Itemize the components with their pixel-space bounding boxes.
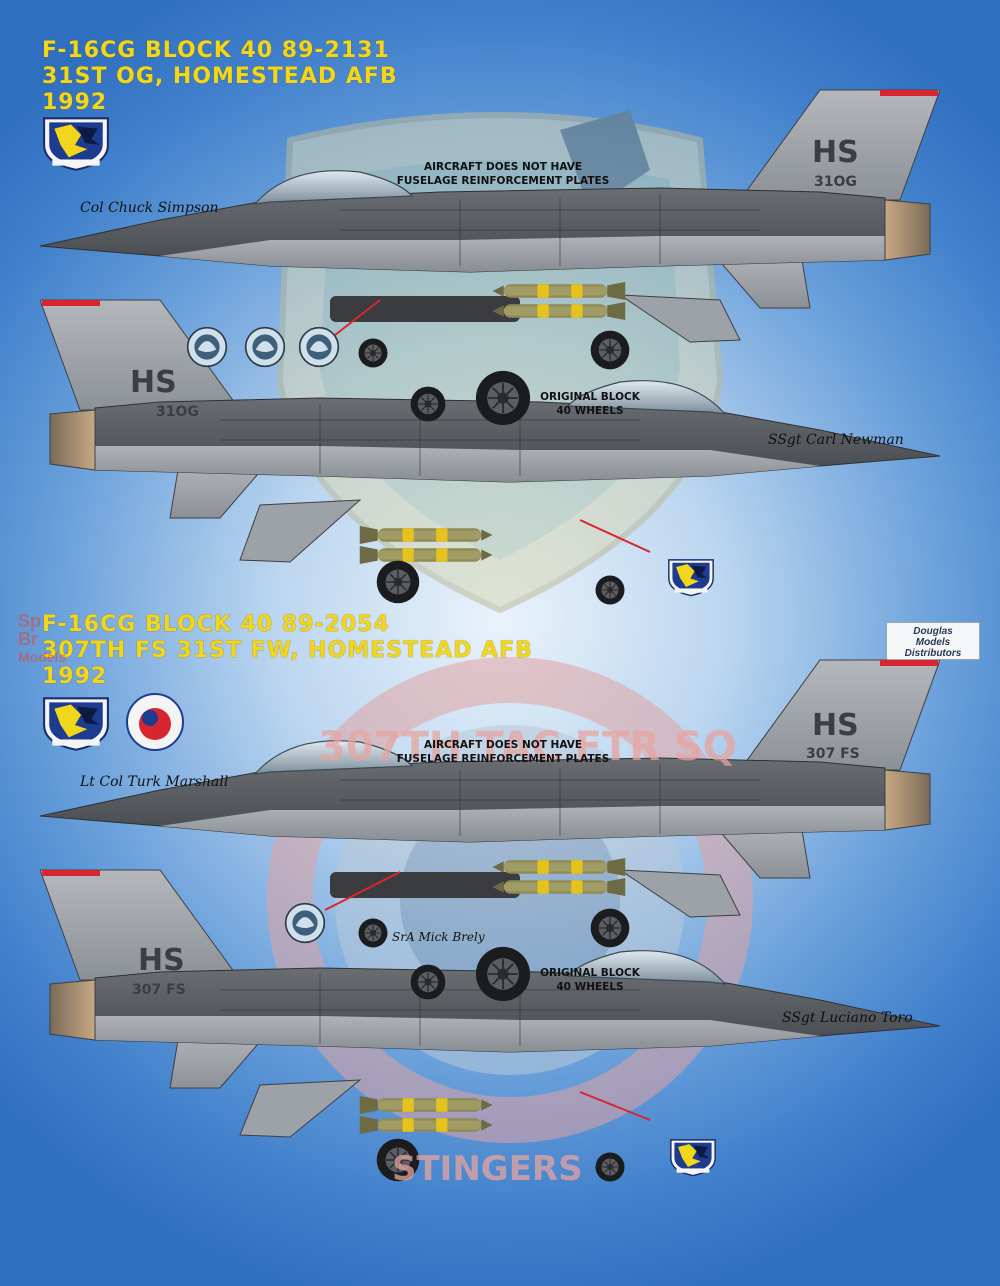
upper-title: F-16CG BLOCK 40 89-2131 31ST OG, HOMESTE…	[42, 38, 398, 116]
distributor-line1: Douglas	[913, 626, 953, 637]
squadron-roundel-icon	[298, 326, 340, 368]
watermark-line1: Sp	[18, 611, 42, 631]
wing-shield-icon	[43, 697, 109, 751]
lower-wheels-note: ORIGINAL BLOCK 40 WHEELS	[530, 966, 650, 994]
upper-note-line1: AIRCRAFT DOES NOT HAVE	[423, 161, 583, 173]
tail-code-upper-2: HS	[130, 365, 177, 400]
upper-fuselage-note: AIRCRAFT DOES NOT HAVE FUSELAGE REINFORC…	[378, 160, 628, 188]
aircraft-lower-port	[40, 659, 940, 948]
upper-title-line3: 1992	[42, 90, 108, 115]
tail-unit-upper-2: 31OG	[156, 404, 199, 420]
tail-code-upper-1: HS	[812, 135, 859, 170]
tail-code-lower-2: HS	[138, 943, 185, 978]
upper-note-line2: FUSELAGE REINFORCEMENT PLATES	[396, 175, 610, 187]
lower-wheels-line2: 40 WHEELS	[556, 981, 624, 993]
upper-pilot-signature: Col Chuck Simpson	[80, 200, 219, 216]
distributor-line3: Distributors	[904, 648, 962, 659]
wing-shield-icon	[43, 117, 109, 171]
wing-shield-icon	[668, 559, 714, 597]
aircraft-lower-starboard	[40, 869, 940, 1182]
lower-fuselage-note: AIRCRAFT DOES NOT HAVE FUSELAGE REINFORC…	[378, 738, 628, 766]
lower-pilot-signature: Lt Col Turk Marshall	[80, 774, 229, 790]
tail-code-lower-1: HS	[812, 708, 859, 743]
lower-title-line2: 307TH FS 31ST FW, HOMESTEAD AFB	[42, 638, 533, 663]
watermark-line3: Models	[18, 649, 67, 665]
distributor-logo: Douglas Models Distributors	[886, 622, 980, 660]
lower-note-line1: AIRCRAFT DOES NOT HAVE	[423, 739, 583, 751]
watermark: Sp Br Models	[18, 612, 66, 666]
upper-crew-chief-signature: SSgt Carl Newman	[768, 432, 904, 448]
lower-title-line1: F-16CG BLOCK 40 89-2054	[42, 612, 390, 637]
squadron-roundel-icon	[284, 902, 326, 944]
distributor-line2: Models	[915, 637, 951, 648]
wing-shield-icon	[670, 1139, 716, 1177]
tail-unit-upper-1: 31OG	[814, 174, 857, 190]
background-ring-text: 307TH TAC FTR SQ	[318, 724, 737, 770]
lower-wheels-line1: ORIGINAL BLOCK	[540, 967, 640, 979]
wheel-icon	[475, 946, 531, 1002]
wheel-icon	[410, 386, 446, 422]
upper-wheels-line2: 40 WHEELS	[556, 405, 624, 417]
squadron-roundel-icon	[186, 326, 228, 368]
wheel-icon	[410, 964, 446, 1000]
tail-unit-lower-2: 307 FS	[132, 982, 186, 998]
lower-title-line3: 1992	[42, 664, 108, 689]
wheel-icon	[475, 370, 531, 426]
aircraft-upper-starboard	[40, 299, 940, 605]
lower-assistant-signature: SrA Mick Brely	[392, 930, 485, 944]
lower-title: F-16CG BLOCK 40 89-2054 307TH FS 31ST FW…	[42, 612, 533, 690]
squadron-patch-icon	[126, 693, 184, 751]
watermark-line2: Br	[18, 629, 39, 649]
squadron-roundel-icon	[244, 326, 286, 368]
aircraft-upper-port	[40, 89, 940, 370]
lower-note-line2: FUSELAGE REINFORCEMENT PLATES	[396, 753, 610, 765]
upper-wheels-note: ORIGINAL BLOCK 40 WHEELS	[530, 390, 650, 418]
background-motto-text: STINGERS	[392, 1149, 583, 1189]
upper-title-line1: F-16CG BLOCK 40 89-2131	[42, 38, 390, 63]
tail-unit-lower-1: 307 FS	[806, 746, 860, 762]
upper-wheels-line1: ORIGINAL BLOCK	[540, 391, 640, 403]
upper-title-line2: 31ST OG, HOMESTEAD AFB	[42, 64, 398, 89]
lower-crew-chief-signature: SSgt Luciano Toro	[782, 1010, 913, 1026]
